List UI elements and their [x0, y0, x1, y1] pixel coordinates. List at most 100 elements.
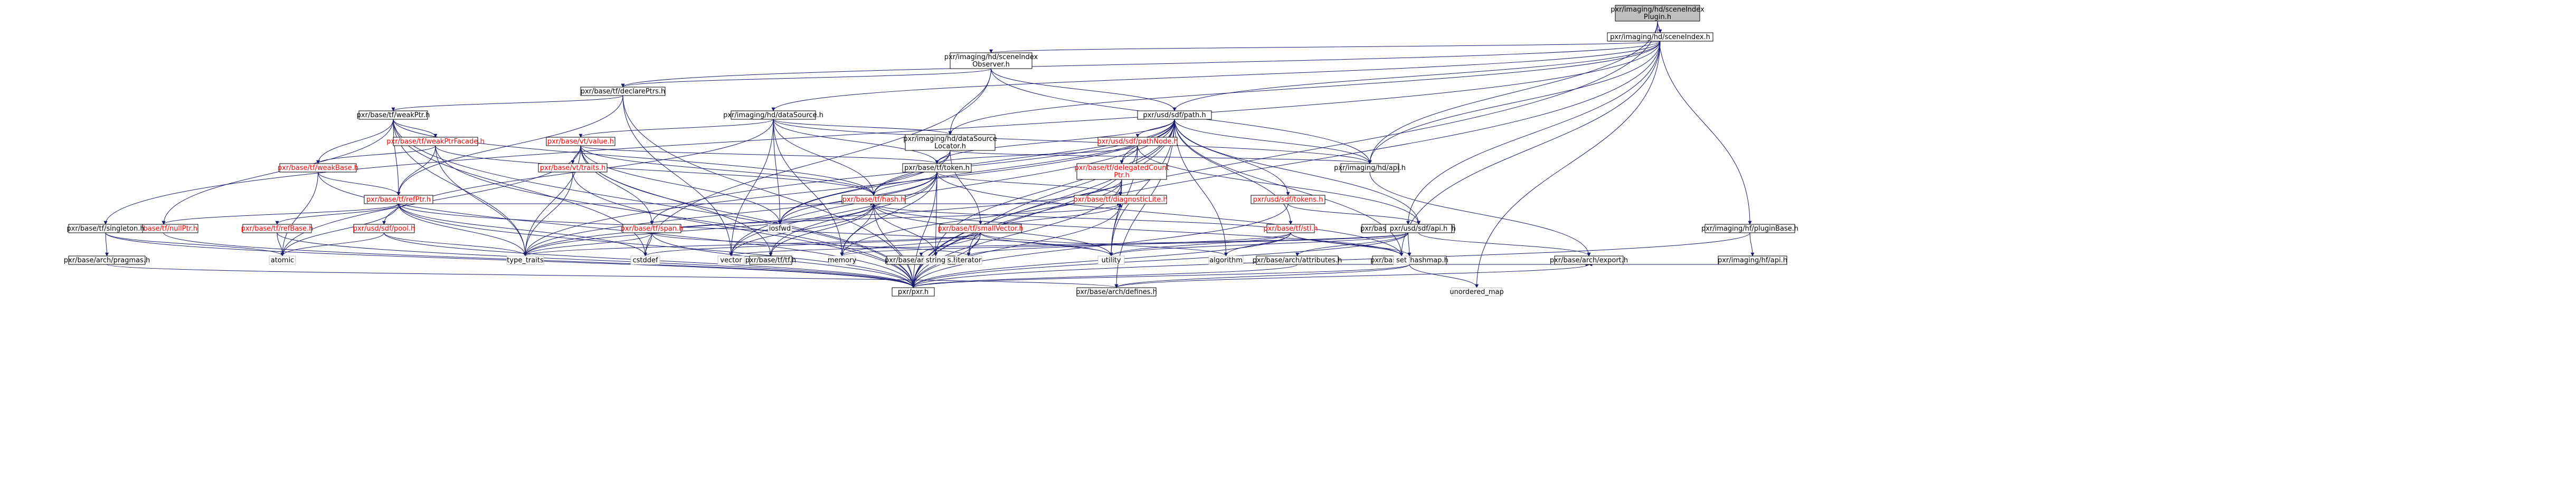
node-path[interactable]: pxr/usd/sdf/path.h — [1137, 110, 1212, 120]
node-box-delegatedCountPtr — [1076, 163, 1167, 180]
node-archExport[interactable]: pxr/base/arch/export.h — [1550, 255, 1628, 265]
edge-sceneIndex-to-hdApi — [1368, 41, 1661, 164]
edge-denseHashSet-to-pxrH — [911, 232, 1408, 288]
node-traits[interactable]: pxr/base/vt/traits.h — [538, 163, 608, 173]
node-label-refBase: pxr/base/tf/refBase.h — [241, 225, 314, 233]
node-pathNode[interactable]: pxr/usd/sdf/pathNode.h — [1097, 137, 1178, 146]
edge-weakPtrFacade-to-refPtr — [396, 145, 436, 196]
node-label-span: pxr/base/tf/span.h — [621, 225, 684, 233]
edge-hdApi-to-archExport — [1369, 172, 1591, 257]
node-sceneIndex[interactable]: pxr/imaging/hd/sceneIndex.h — [1607, 32, 1713, 42]
node-box-iterator — [955, 255, 982, 265]
node-tokens[interactable]: pxr/usd/sdf/tokens.h — [1251, 195, 1325, 204]
node-label-pool: pxr/usd/sdf/pool.h — [353, 225, 415, 233]
node-hfApi[interactable]: pxr/imaging/hf/api.h — [1718, 255, 1787, 265]
node-label-sceneIndexObserver: Observer.h — [972, 61, 1010, 69]
edge-declarePtrs-to-refPtr — [396, 95, 623, 196]
node-span[interactable]: pxr/base/tf/span.h — [621, 224, 684, 233]
node-box-declarePtrs — [580, 87, 666, 96]
node-label-delegatedCountPtr: Ptr.h — [1114, 172, 1129, 179]
node-box-unordered_map — [1451, 287, 1502, 297]
node-refBase[interactable]: pxr/base/tf/refBase.h — [241, 224, 314, 233]
node-box-pool — [353, 224, 415, 233]
node-pluginBase[interactable]: pxr/imaging/hf/pluginBase.h — [1701, 224, 1798, 233]
node-box-diagnosticLite — [1074, 195, 1167, 204]
node-hash[interactable]: pxr/base/tf/hash.h — [841, 195, 906, 204]
node-pragmas[interactable]: pxr/base/arch/pragmas.h — [64, 255, 150, 265]
edge-sdfApi-to-archExport — [1418, 232, 1591, 257]
node-box-pluginBase — [1704, 224, 1795, 233]
edge-hash-to-type_traits — [523, 203, 874, 257]
node-label-nullPtr: pxr/base/tf/nullPtr.h — [130, 225, 197, 233]
node-pool[interactable]: pxr/usd/sdf/pool.h — [353, 224, 415, 233]
edge-pathNode-to-sdfApi — [1137, 145, 1420, 225]
edge-weakPtrFacade-to-pxrH — [435, 145, 915, 288]
edge-dataSource-to-value — [579, 119, 774, 138]
node-tfH[interactable]: pxr/base/tf/tf.h — [745, 255, 796, 265]
node-declarePtrs[interactable]: pxr/base/tf/declarePtrs.h — [580, 87, 666, 96]
node-pxrH[interactable]: pxr/pxr.h — [892, 287, 935, 297]
node-label-unordered_map: unordered_map — [1450, 288, 1504, 296]
node-smallVector[interactable]: pxr/base/tf/smallVector.h — [937, 224, 1024, 233]
node-weakBase[interactable]: pxr/base/tf/weakBase.h — [278, 163, 358, 173]
node-atomic: atomic — [269, 255, 296, 265]
node-weakPtrFacade[interactable]: pxr/base/tf/weakPtrFacade.h — [386, 137, 485, 146]
node-label-type_traits: type_traits — [507, 257, 544, 264]
edge-weakPtrFacade-to-weakBase — [316, 145, 436, 164]
edge-weakPtr-to-refPtr — [393, 119, 401, 196]
edge-delegatedCountPtr-to-type_traits — [523, 179, 1122, 257]
node-value[interactable]: pxr/base/vt/value.h — [546, 137, 615, 146]
node-token[interactable]: pxr/base/tf/token.h — [902, 163, 972, 173]
node-archDefines[interactable]: pxr/base/arch/defines.h — [1076, 287, 1157, 297]
node-utility: utility — [1097, 255, 1125, 265]
edge-declarePtrs-to-weakPtr — [391, 95, 623, 111]
edge-weakBase-to-atomic — [280, 172, 318, 257]
node-refPtr[interactable]: pxr/base/tf/refPtr.h — [364, 195, 433, 204]
node-label-utility: utility — [1102, 257, 1121, 264]
edge-sceneIndex-to-declarePtrs — [621, 41, 1661, 88]
node-box-utility — [1097, 255, 1125, 265]
edge-dataSource-to-dataSourceLocator — [773, 119, 952, 135]
node-box-hfApi — [1718, 255, 1787, 265]
node-nullPtr[interactable]: pxr/base/tf/nullPtr.h — [129, 224, 198, 233]
node-label-weakPtr: pxr/base/tf/weakPtr.h — [357, 111, 430, 119]
edge-pragmas-to-archDefines — [107, 264, 1118, 288]
node-diagnosticLite[interactable]: pxr/base/tf/diagnosticLite.h — [1073, 195, 1168, 204]
node-label-tokens: pxr/usd/sdf/tokens.h — [1253, 196, 1323, 204]
edge-weakPtr-to-hash — [393, 119, 876, 196]
node-label-weakBase: pxr/base/tf/weakBase.h — [278, 164, 358, 172]
node-weakPtr[interactable]: pxr/base/tf/weakPtr.h — [357, 110, 430, 120]
node-stl[interactable]: pxr/base/tf/stl.h — [1264, 224, 1318, 233]
edge-sceneIndex-to-dataSource — [771, 41, 1661, 111]
node-dataSource[interactable]: pxr/imaging/hd/dataSource.h — [723, 110, 823, 120]
node-box-string — [923, 255, 948, 265]
edge-denseHashSet-to-hashmap — [1407, 232, 1412, 257]
node-box-algorithm — [1208, 255, 1244, 265]
edge-refBase-to-atomic — [277, 232, 285, 257]
node-label-weakPtrFacade: pxr/base/tf/weakPtrFacade.h — [386, 138, 485, 146]
edge-declarePtrs-to-pxrH — [622, 95, 915, 288]
node-set: set — [1393, 255, 1410, 265]
node-hdApi[interactable]: pxr/imaging/hd/api.h — [1334, 163, 1406, 173]
node-unordered_map: unordered_map — [1450, 287, 1504, 297]
edge-dataSource-to-token — [773, 119, 939, 164]
node-box-hash — [841, 195, 906, 204]
node-label-declarePtrs: pxr/base/tf/declarePtrs.h — [581, 88, 666, 96]
node-attributes[interactable]: pxr/base/arch/attributes.h — [1253, 255, 1342, 265]
node-box-path — [1137, 110, 1212, 120]
edge-hash-to-memory — [840, 203, 874, 257]
node-iosfwd: iosfwd — [768, 224, 792, 233]
edge-sceneIndex-to-pxrH — [911, 41, 1661, 288]
edge-root-to-hdApi — [1368, 21, 1658, 164]
node-label-sceneIndexObserver: pxr/imaging/hd/sceneIndex — [944, 53, 1038, 61]
edge-stl-to-hashmap — [1290, 232, 1412, 257]
edge-refPtr-to-nullPtr — [162, 203, 399, 225]
node-singleton[interactable]: pxr/base/tf/singleton.h — [67, 224, 145, 233]
edge-sceneIndex-to-singleton — [103, 41, 1661, 225]
node-sdfApi[interactable]: pxr/usd/sdf/api.h — [1385, 224, 1452, 233]
